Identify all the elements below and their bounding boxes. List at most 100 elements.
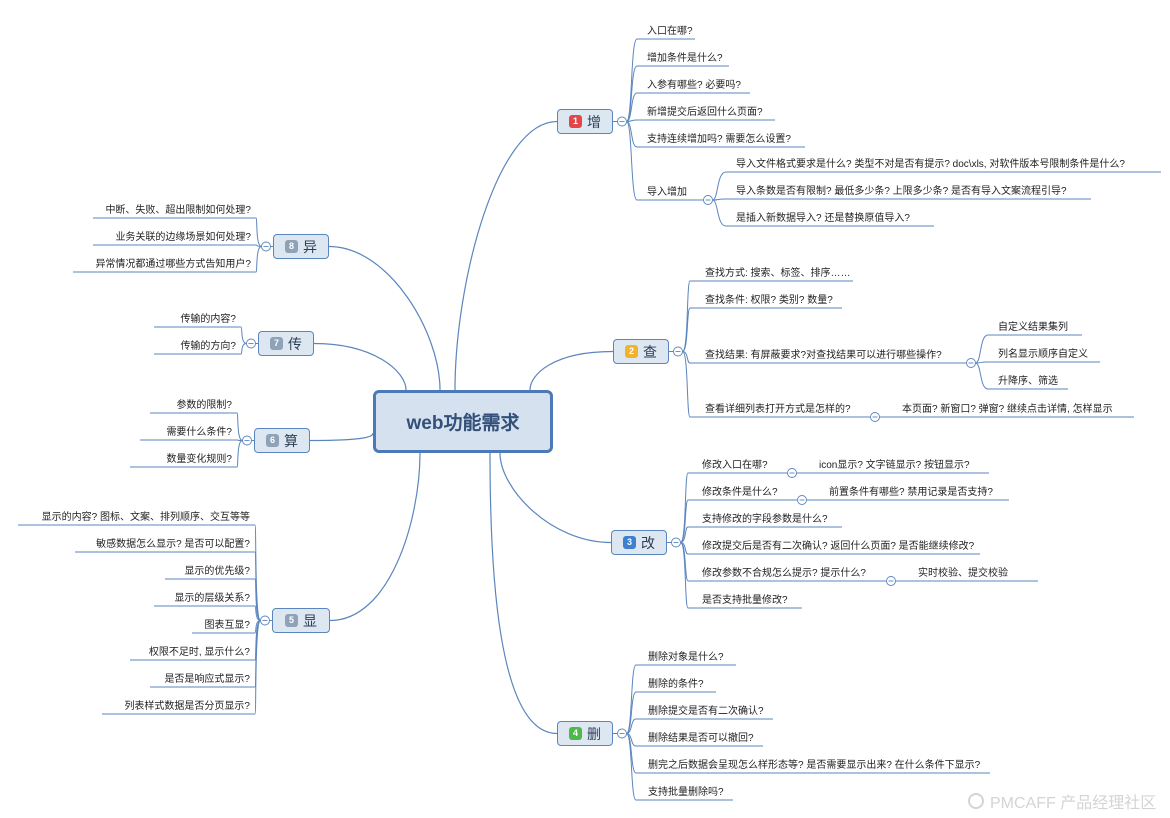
connector-line bbox=[240, 343, 247, 355]
topic-leaf[interactable]: 列名显示顺序自定义 bbox=[998, 349, 1088, 360]
topic-leaf[interactable]: icon显示? 文字链显示? 按钮显示? bbox=[819, 460, 970, 471]
collapse-toggle-icon[interactable] bbox=[617, 116, 627, 127]
collapse-toggle-icon[interactable] bbox=[870, 412, 880, 422]
topic-leaf[interactable]: 删完之后数据会呈现怎么样形态等? 是否需要显示出来? 在什么条件下显示? bbox=[648, 760, 981, 771]
topic-leaf[interactable]: 增加条件是什么? bbox=[647, 53, 723, 64]
topic-leaf[interactable]: 新增提交后返回什么页面? bbox=[647, 107, 763, 118]
topic-leaf[interactable]: 导入文件格式要求是什么? 类型不对是否有提示? doc\xls, 对软件版本号限… bbox=[736, 159, 1125, 170]
topic-leaf[interactable]: 自定义结果集列 bbox=[998, 322, 1068, 333]
collapse-toggle-icon[interactable] bbox=[246, 338, 256, 349]
topic-leaf[interactable]: 修改条件是什么? bbox=[702, 487, 778, 498]
topic-leaf[interactable]: 需要什么条件? bbox=[166, 427, 232, 438]
topic-leaf[interactable]: 本页面? 新窗口? 弹窗? 继续点击详情, 怎样显示 bbox=[902, 404, 1113, 415]
topic-leaf[interactable]: 入口在哪? bbox=[647, 26, 693, 37]
number-badge: 2 bbox=[625, 345, 638, 358]
topic-leaf[interactable]: 业务关联的边缘场景如何处理? bbox=[115, 232, 251, 243]
topic-leaf[interactable]: 支持批量删除吗? bbox=[648, 787, 724, 798]
connector-line bbox=[712, 199, 727, 227]
topic-leaf[interactable]: 删除对象是什么? bbox=[648, 652, 724, 663]
collapse-toggle-icon[interactable] bbox=[260, 615, 270, 626]
topic-leaf[interactable]: 显示的优先级? bbox=[184, 566, 250, 577]
topic-leaf[interactable]: 支持连续增加吗? 需要怎么设置? bbox=[647, 134, 791, 145]
topic-leaf[interactable]: 删除结果是否可以撤回? bbox=[648, 733, 754, 744]
number-badge: 1 bbox=[569, 115, 582, 128]
topic-leaf[interactable]: 升降序、筛选 bbox=[998, 376, 1058, 387]
topic-leaf[interactable]: 修改入口在哪? bbox=[702, 460, 768, 471]
connector-line bbox=[254, 578, 261, 621]
topic-leaf[interactable]: 数量变化规则? bbox=[166, 454, 232, 465]
branch-label: 改 bbox=[641, 534, 655, 551]
root-label: web功能需求 bbox=[406, 413, 520, 434]
connector-line bbox=[236, 440, 243, 468]
topic-leaf[interactable]: 支持修改的字段参数是什么? bbox=[702, 514, 828, 525]
topic-leaf[interactable]: 图表互显? bbox=[204, 620, 250, 631]
collapse-toggle-icon[interactable] bbox=[797, 495, 807, 505]
number-badge: 5 bbox=[285, 614, 298, 627]
watermark: PMCAFF 产品经理社区 bbox=[968, 789, 1156, 813]
topic-leaf[interactable]: 导入增加 bbox=[647, 187, 687, 198]
topic-leaf[interactable]: 删除提交是否有二次确认? bbox=[648, 706, 764, 717]
connector-line bbox=[712, 171, 727, 201]
topic-leaf[interactable]: 异常情况都通过哪些方式告知用户? bbox=[95, 259, 251, 270]
topic-leaf[interactable]: 查看详细列表打开方式是怎样的? bbox=[705, 404, 851, 415]
collapse-toggle-icon[interactable] bbox=[703, 195, 713, 205]
branch-label: 显 bbox=[303, 612, 317, 629]
topic-leaf[interactable]: 中断、失败、超出限制如何处理? bbox=[105, 205, 251, 216]
number-badge: 7 bbox=[270, 337, 283, 350]
collapse-toggle-icon[interactable] bbox=[671, 537, 681, 548]
topic-leaf[interactable]: 删除的条件? bbox=[648, 679, 704, 690]
connector-line bbox=[255, 246, 262, 273]
topic-leaf[interactable]: 显示的内容? 图标、文案、排列顺序、交互等等 bbox=[41, 512, 250, 523]
number-badge: 3 bbox=[623, 536, 636, 549]
connector-line bbox=[680, 542, 689, 609]
connector-line bbox=[454, 120, 558, 391]
connector-line bbox=[682, 351, 691, 364]
topic-leaf[interactable]: 查找方式: 搜索、标签、排序…… bbox=[705, 268, 851, 279]
topic-leaf[interactable]: 权限不足时, 显示什么? bbox=[148, 647, 250, 658]
watermark-text: PMCAFF 产品经理社区 bbox=[990, 795, 1157, 812]
collapse-toggle-icon[interactable] bbox=[261, 241, 271, 252]
collapse-toggle-icon[interactable] bbox=[787, 468, 797, 478]
topic-leaf[interactable]: 是否支持批量修改? bbox=[702, 595, 788, 606]
collapse-toggle-icon[interactable] bbox=[242, 435, 252, 446]
topic-leaf[interactable]: 敏感数据怎么显示? 是否可以配置? bbox=[96, 539, 250, 550]
connector-line bbox=[680, 526, 689, 543]
connector-line bbox=[254, 620, 261, 715]
topic-leaf[interactable]: 传输的内容? bbox=[180, 314, 236, 325]
topic-leaf[interactable]: 传输的方向? bbox=[180, 341, 236, 352]
topic-leaf[interactable]: 实时校验、提交校验 bbox=[918, 568, 1008, 579]
topic-leaf[interactable]: 前置条件有哪些? 禁用记录是否支持? bbox=[829, 487, 993, 498]
topic-leaf[interactable]: 入参有哪些? 必要吗? bbox=[647, 80, 741, 91]
root-node[interactable]: web功能需求 bbox=[373, 390, 553, 453]
topic-leaf[interactable]: 显示的层级关系? bbox=[174, 593, 250, 604]
collapse-toggle-icon[interactable] bbox=[886, 576, 896, 586]
topic-leaf[interactable]: 修改参数不合规怎么提示? 提示什么? bbox=[702, 568, 866, 579]
topic-leaf[interactable]: 列表样式数据是否分页显示? bbox=[124, 701, 250, 712]
branch-label: 增 bbox=[587, 113, 601, 130]
branch-label: 查 bbox=[643, 343, 657, 360]
topic-leaf[interactable]: 查找结果: 有屏蔽要求?对查找结果可以进行哪些操作? bbox=[705, 350, 942, 361]
topic-leaf[interactable]: 修改提交后是否有二次确认? 返回什么页面? 是否能继续修改? bbox=[702, 541, 975, 552]
collapse-toggle-icon[interactable] bbox=[673, 346, 683, 357]
connector-line bbox=[626, 121, 638, 201]
connector-line bbox=[682, 307, 691, 352]
collapse-toggle-icon[interactable] bbox=[617, 728, 627, 739]
collapse-toggle-icon[interactable] bbox=[966, 358, 976, 368]
connector-line bbox=[975, 362, 989, 390]
connector-line bbox=[626, 92, 638, 122]
topic-leaf[interactable]: 查找条件: 权限? 类别? 数量? bbox=[705, 295, 833, 306]
topic-leaf[interactable]: 是插入新数据导入? 还是替换原值导入? bbox=[736, 213, 910, 224]
topic-leaf[interactable]: 是否是响应式显示? bbox=[164, 674, 250, 685]
number-badge: 6 bbox=[266, 434, 279, 447]
topic-leaf[interactable]: 参数的限制? bbox=[176, 400, 232, 411]
topic-leaf[interactable]: 导入条数是否有限制? 最低多少条? 上限多少条? 是否有导入文案流程引导? bbox=[736, 186, 1067, 197]
